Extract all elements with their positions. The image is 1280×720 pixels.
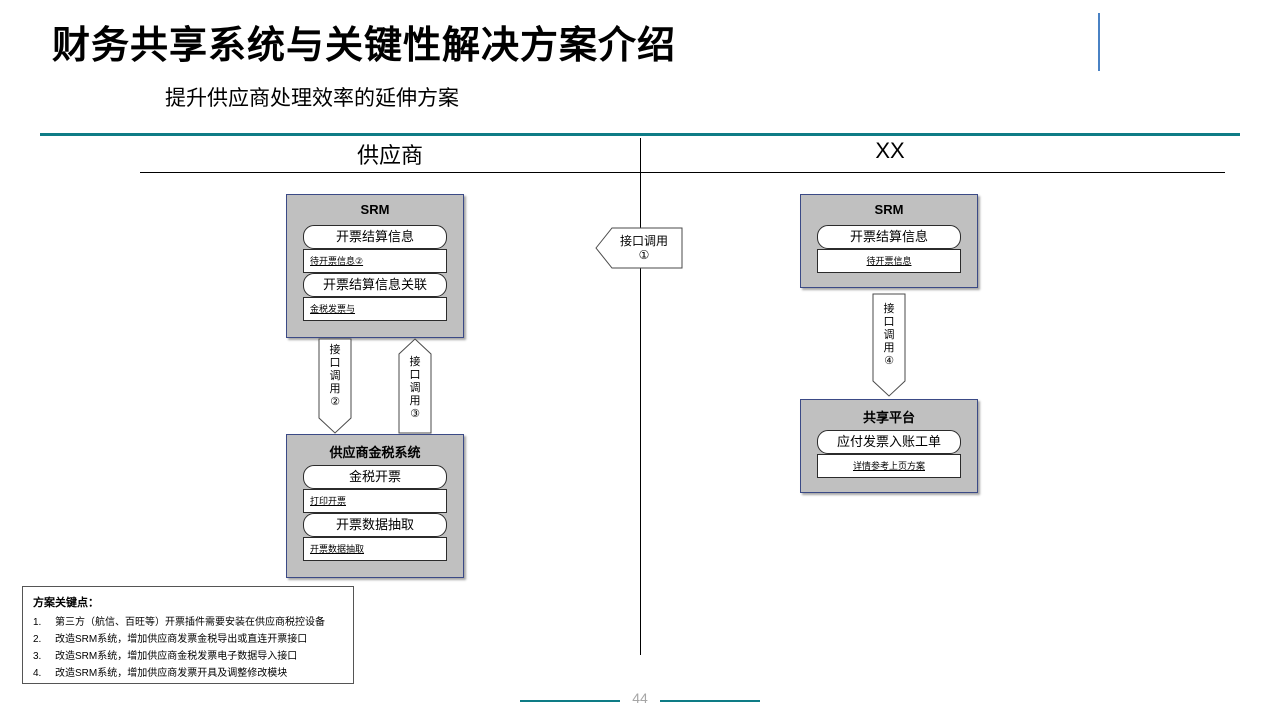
arrow-label-char: 口 — [329, 357, 341, 369]
node-print-invoice[interactable]: 打印开票 — [303, 489, 447, 513]
system-box-shared-platform[interactable]: 共享平台 应付发票入账工单 详情参考上页方案 — [800, 399, 978, 493]
node-caption: 待开票信息 — [866, 256, 912, 266]
arrow-label-index: ④ — [884, 355, 894, 367]
arrow-label-char: 口 — [409, 369, 421, 381]
arrow-label-char: 用 — [409, 395, 421, 407]
footer-rule-right — [660, 700, 760, 702]
arrow-label-char: 用 — [883, 342, 895, 354]
system-box-supplier-golden-tax[interactable]: 供应商金税系统 金税开票 打印开票 开票数据抽取 开票数据抽取 — [286, 434, 464, 578]
footer-rule-left — [520, 700, 620, 702]
page-subtitle: 提升供应商处理效率的延伸方案 — [165, 87, 459, 110]
key-point-text: 改造SRM系统，增加供应商发票开具及调整修改模块 — [55, 668, 288, 679]
arrow-label-index: ① — [638, 248, 650, 262]
arrow-label-char: 用 — [329, 383, 341, 395]
node-caption: 详情参考上页方案 — [852, 461, 925, 471]
arrow-interface-call-4: 接 口 调 用 ④ — [872, 293, 906, 397]
node-caption: 金税发票与 — [310, 304, 356, 314]
key-point-item: 4. 改造SRM系统，增加供应商发票开具及调整修改模块 — [33, 665, 345, 682]
key-points-panel: 方案关键点： 1. 第三方（航信、百旺等）开票插件需要安装在供应商税控设备 2. 改… — [22, 586, 354, 684]
arrow-label: 接 口 调 用 ② — [318, 344, 352, 409]
arrow-label-index: ② — [330, 396, 340, 408]
arrow-interface-call-3: 接 口 调 用 ③ — [398, 338, 432, 434]
arrow-label-char: 口 — [883, 316, 895, 328]
node-caption: 待开票信息② — [310, 256, 364, 266]
key-point-number: 1. — [33, 617, 42, 628]
key-points-title: 方案关键点： — [33, 597, 99, 609]
key-point-number: 2. — [33, 634, 42, 645]
node-caption: 打印开票 — [310, 496, 347, 506]
arrow-label-char: 接 — [409, 356, 421, 368]
lane-header-xx: XX — [875, 138, 905, 163]
system-box-srm-right[interactable]: SRM 开票结算信息 待开票信息 — [800, 194, 978, 288]
node-pending-invoice-info-2[interactable]: 待开票信息② — [303, 249, 447, 273]
teal-divider-rule — [40, 133, 1240, 136]
arrow-label-index: ③ — [410, 408, 420, 420]
system-box-title: SRM — [874, 202, 904, 217]
key-point-text: 改造SRM系统，增加供应商发票金税导出或直连开票接口 — [55, 634, 308, 645]
blue-accent-line — [1098, 13, 1100, 71]
lane-vertical-divider — [640, 138, 641, 655]
node-invoice-settlement-info[interactable]: 开票结算信息 — [303, 225, 447, 249]
arrow-label-char: 接 — [883, 303, 895, 315]
node-invoice-data-extract[interactable]: 开票数据抽取 — [303, 513, 447, 537]
system-box-title: 供应商金税系统 — [329, 445, 421, 460]
system-box-srm-left[interactable]: SRM 开票结算信息 待开票信息② 开票结算信息关联 金税发票与 — [286, 194, 464, 338]
system-box-title: 共享平台 — [862, 410, 915, 425]
key-point-item: 3. 改造SRM系统，增加供应商金税发票电子数据导入接口 — [33, 648, 345, 665]
node-caption: 开票数据抽取 — [310, 544, 365, 554]
arrow-label: 接 口 调 用 ③ — [398, 356, 432, 421]
key-point-text: 第三方（航信、百旺等）开票插件需要安装在供应商税控设备 — [55, 617, 325, 628]
node-invoice-settlement-info-right[interactable]: 开票结算信息 — [817, 225, 961, 249]
system-box-title: SRM — [360, 202, 390, 217]
arrow-interface-call-1: 接口调用 ① — [595, 227, 683, 269]
lane-underline — [140, 172, 1225, 173]
page-number: 44 — [632, 690, 648, 706]
arrow-label-char: 接 — [329, 344, 341, 356]
node-golden-tax-invoice[interactable]: 金税发票与 — [303, 297, 447, 321]
node-invoice-settlement-link[interactable]: 开票结算信息关联 — [303, 273, 447, 297]
lane-header-supplier: 供应商 — [356, 143, 423, 168]
arrow-label: 接口调用 ① — [609, 234, 679, 262]
node-golden-tax-invoicing[interactable]: 金税开票 — [303, 465, 447, 489]
key-point-number: 4. — [33, 668, 42, 679]
node-pending-invoice-info[interactable]: 待开票信息 — [817, 249, 961, 273]
arrow-label-char: 调 — [883, 329, 895, 341]
key-point-number: 3. — [33, 651, 42, 662]
arrow-label-char: 调 — [329, 370, 341, 382]
node-payable-invoice-workorder[interactable]: 应付发票入账工单 — [817, 430, 961, 454]
arrow-label-char: 调 — [409, 382, 421, 394]
arrow-label-text: 接口调用 — [619, 234, 668, 248]
key-point-item: 1. 第三方（航信、百旺等）开票插件需要安装在供应商税控设备 — [33, 614, 345, 631]
node-invoice-data-extract-note[interactable]: 开票数据抽取 — [303, 537, 447, 561]
node-see-previous-page-note[interactable]: 详情参考上页方案 — [817, 454, 961, 478]
page-title: 财务共享系统与关键性解决方案介绍 — [52, 25, 677, 67]
key-point-item: 2. 改造SRM系统，增加供应商发票金税导出或直连开票接口 — [33, 631, 345, 648]
arrow-label: 接 口 调 用 ④ — [872, 303, 906, 368]
arrow-interface-call-2: 接 口 调 用 ② — [318, 338, 352, 434]
key-point-text: 改造SRM系统，增加供应商金税发票电子数据导入接口 — [55, 651, 298, 662]
